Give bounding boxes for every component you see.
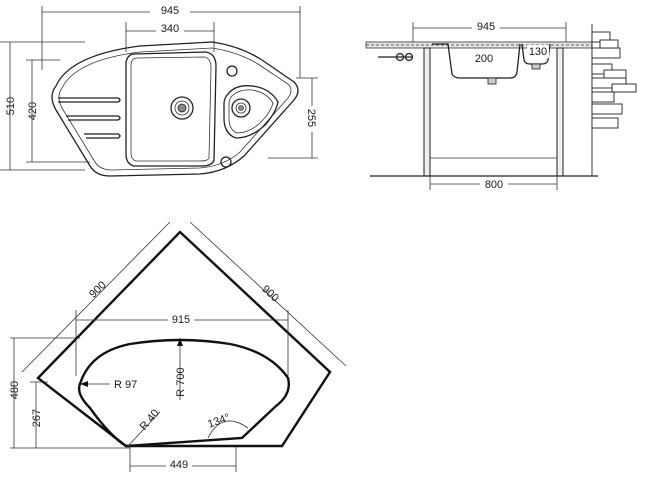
- overflow-hole-icon: [220, 156, 232, 168]
- main-drain-icon: [170, 96, 194, 120]
- label-bg: [480, 178, 508, 191]
- sink-outer-rim: [51, 41, 299, 177]
- small-drain-ring: [235, 102, 247, 114]
- label-bg: [527, 45, 549, 58]
- dim-449-label: 449: [170, 459, 188, 471]
- radius-97-label: R 97: [114, 379, 137, 391]
- dim-line-900-left: [21, 221, 171, 373]
- radius-40-line: [127, 411, 161, 447]
- angle-arc: [207, 420, 249, 439]
- dim-800-label: 800: [485, 179, 503, 191]
- small-bowl-inner: [228, 89, 274, 134]
- sink-cutout: [77, 338, 290, 448]
- radius-700-label: R 700: [175, 367, 187, 396]
- drainer-groove: [58, 97, 121, 103]
- dim-945-label: 945: [161, 5, 179, 17]
- tap-hole-icon: [226, 65, 238, 77]
- cutout-outline: [36, 230, 332, 448]
- dim-900-right-label: 900: [259, 283, 281, 304]
- dim-340-label: 340: [161, 23, 179, 35]
- dim-420-label: 420: [27, 102, 39, 120]
- drainer-groove: [66, 115, 121, 121]
- dim-line-900-right: [189, 221, 347, 367]
- label-bg: [166, 458, 192, 471]
- arrow-head: [177, 338, 183, 346]
- tap-knob-icon: [395, 52, 405, 62]
- radius-40-label: R 40: [138, 407, 162, 433]
- brick-wall: [591, 24, 637, 176]
- dim-480-label: 480: [9, 381, 21, 399]
- cabinet-wall-left: [423, 47, 431, 177]
- label-bg: [150, 4, 190, 18]
- dim-200-label: 200: [475, 53, 493, 65]
- dim-900-left-label: 900: [87, 279, 109, 300]
- label-bg: [472, 20, 500, 33]
- dim-945-side-label: 945: [477, 21, 495, 33]
- label-bg: [306, 106, 320, 132]
- main-drain-outlet: [487, 77, 497, 85]
- main-drain-ring: [174, 100, 190, 116]
- label-bg: [156, 22, 184, 35]
- small-drain-center: [238, 105, 244, 111]
- dim-915-label: 915: [172, 314, 190, 326]
- small-bowl: [223, 85, 279, 139]
- dim-510-label: 510: [5, 97, 17, 115]
- main-bowl: [125, 51, 217, 167]
- main-drain-center: [177, 103, 187, 113]
- top-view: 945 340 510 420 255: [0, 4, 320, 177]
- dim-267-label: 267: [31, 409, 43, 427]
- tap-knob-icon: [404, 52, 414, 62]
- arrow-head: [80, 381, 88, 387]
- dim-255-label: 255: [305, 109, 317, 127]
- label-bg: [168, 312, 194, 325]
- small-drain-outlet: [531, 63, 541, 70]
- sink-inner-rim: [58, 47, 292, 171]
- small-drain-icon: [231, 98, 251, 118]
- side-view: 945 200 130 800: [365, 20, 637, 191]
- dim-130-label: 130: [529, 46, 547, 58]
- cabinet-wall-right: [556, 47, 564, 177]
- main-bowl-inner: [130, 56, 212, 162]
- drainer-groove: [84, 133, 121, 139]
- main-bowl-section: [432, 43, 521, 79]
- cutout-view: 900 900 915 R 700 R 97 R 40 134° 480 267: [9, 221, 347, 472]
- angle-134-label: 134°: [206, 412, 231, 431]
